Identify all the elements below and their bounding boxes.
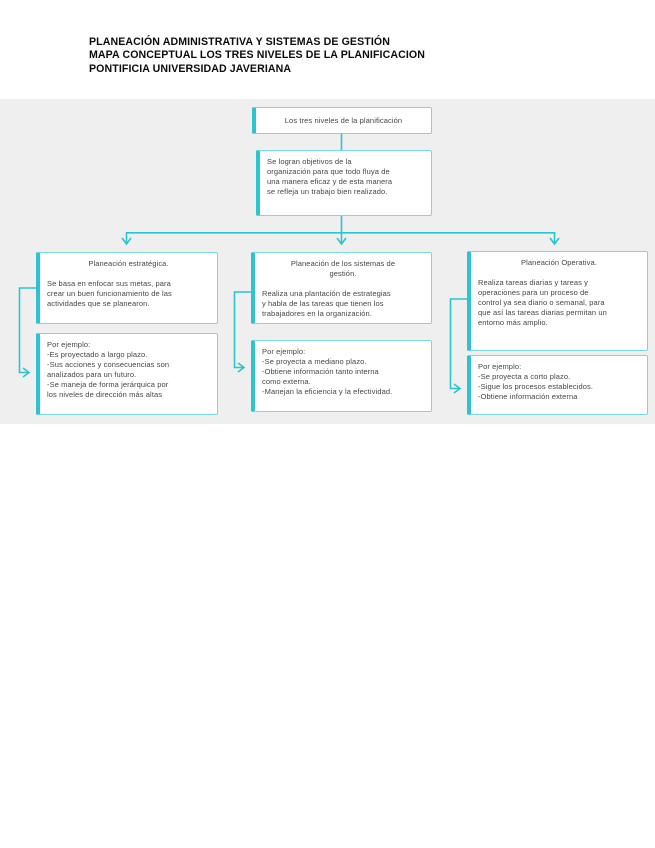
node-sistemas: Planeación de los sistemas de gestión. R…	[251, 252, 432, 324]
title-line-2: MAPA CONCEPTUAL LOS TRES NIVELES DE LA P…	[89, 49, 425, 62]
node-estrategica: Planeación estratégica. Se basa en enfoc…	[36, 252, 218, 324]
node-estrategica-title: Planeación estratégica.	[88, 259, 169, 268]
node-description: Se logran objetivos de la organización p…	[256, 150, 432, 216]
node-operativa-title: Planeación Operativa.	[521, 258, 597, 267]
document-title: PLANEACIÓN ADMINISTRATIVA Y SISTEMAS DE …	[89, 36, 425, 76]
node-sistemas-example-body: Por ejemplo: -Se proyecta a mediano plaz…	[262, 347, 393, 396]
node-sistemas-title: Planeación de los sistemas de gestión.	[290, 259, 396, 278]
title-line-1: PLANEACIÓN ADMINISTRATIVA Y SISTEMAS DE …	[89, 36, 390, 48]
node-estrategica-body: Se basa en enfocar sus metas, para crear…	[47, 278, 172, 308]
node-operativa-example: Por ejemplo: -Se proyecta a corto plazo.…	[467, 355, 648, 415]
title-line-3: PONTIFICIA UNIVERSIDAD JAVERIANA	[89, 62, 292, 75]
node-root: Los tres niveles de la planificación	[252, 107, 432, 134]
node-operativa-example-body: Por ejemplo: -Se proyecta a corto plazo.…	[478, 362, 594, 401]
node-description-text: Se logran objetivos de la organización p…	[267, 157, 393, 196]
node-operativa-body: Realiza tareas diarias y tareas y operac…	[478, 277, 607, 327]
node-sistemas-body: Realiza una plantación de estrategias y …	[262, 288, 391, 318]
node-operativa: Planeación Operativa. Realiza tareas dia…	[467, 251, 648, 351]
node-estrategica-example: Por ejemplo: -Es proyectado a largo plaz…	[36, 333, 218, 415]
node-root-label: Los tres niveles de la planificación	[284, 115, 403, 125]
node-sistemas-example: Por ejemplo: -Se proyecta a mediano plaz…	[251, 340, 432, 412]
node-estrategica-example-body: Por ejemplo: -Es proyectado a largo plaz…	[47, 340, 170, 399]
